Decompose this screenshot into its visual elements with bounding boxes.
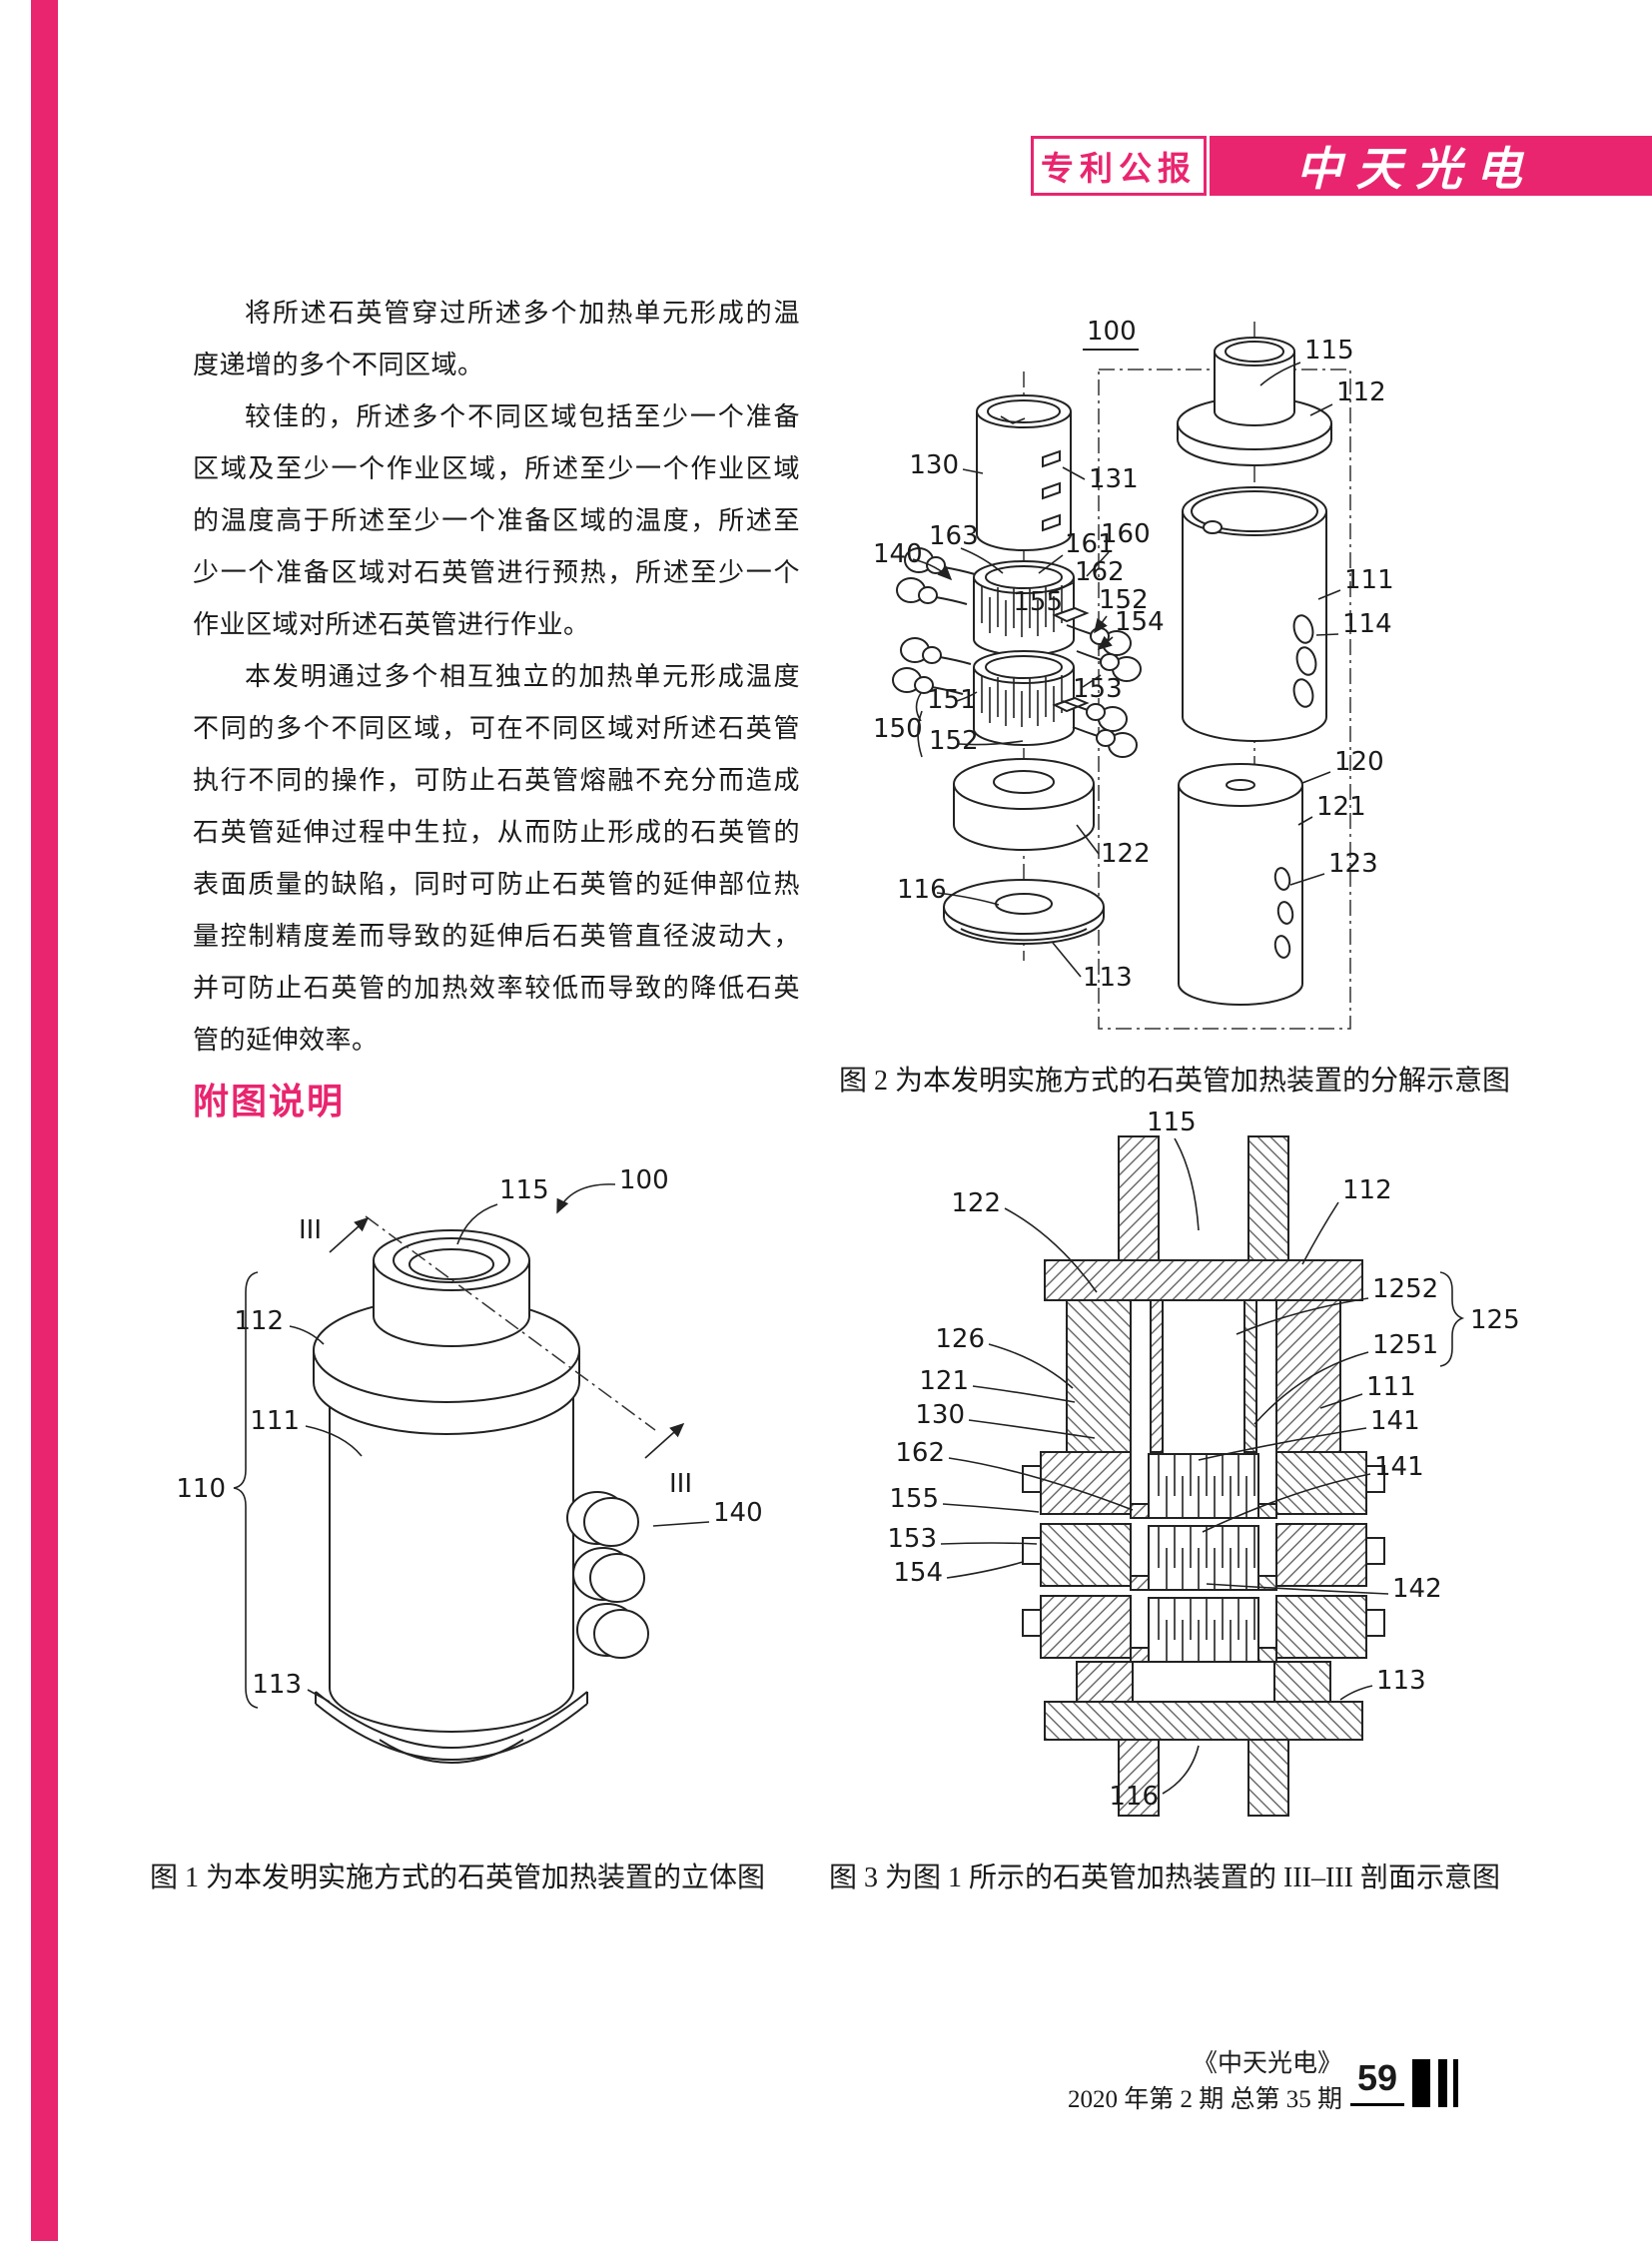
fig2-label-111: 111: [1344, 565, 1394, 595]
fig3-label-111: 111: [1366, 1372, 1416, 1402]
fig2-label-162: 162: [1075, 557, 1125, 587]
fig2-label-140: 140: [873, 539, 923, 569]
fig2-label-112: 112: [1336, 377, 1386, 407]
fig1-labels: III III 115 100 112 111 110 140 113: [176, 1165, 763, 1709]
footer-issue-info: 2020 年第 2 期 总第 35 期: [1067, 2086, 1342, 2113]
fig1-body-cylinder: [329, 1398, 574, 1733]
fig3-structure: [1022, 1135, 1385, 1817]
footer-page-number: 59: [1350, 2057, 1404, 2106]
fig2-label-130: 130: [909, 450, 959, 480]
fig3-label-1252: 1252: [1372, 1274, 1438, 1304]
fig2-label-153: 153: [1073, 674, 1123, 704]
fig3-label-162: 162: [895, 1438, 945, 1468]
fig2-cylinder-130: [976, 394, 1072, 551]
fig3-label-141b: 141: [1374, 1452, 1424, 1482]
fig2-label-154: 154: [1115, 607, 1165, 637]
fig3-label-1251: 1251: [1372, 1330, 1438, 1360]
header-brand-box: 中天光电: [1210, 136, 1652, 196]
fig3-labels: 115 112 122 1252 125 1251 126 121 111 13…: [887, 1108, 1519, 1812]
fig3-label-122: 122: [951, 1188, 1001, 1218]
header-tag-box: 专利公报: [1031, 136, 1207, 196]
fig1-label-112: 112: [234, 1306, 284, 1336]
paragraph-2: 较佳的，所述多个不同区域包括至少一个准备区域及至少一个作业区域，所述至少一个作业…: [193, 402, 800, 639]
footer-bar-thin: [1453, 2059, 1458, 2107]
fig2-label-152a: 152: [1099, 585, 1149, 615]
footer-bar-thick: [1412, 2059, 1430, 2107]
fig2-labels: 100 130 131 163 140 161 160 162 155 152 …: [873, 317, 1394, 993]
fig2-disc-113: [943, 879, 1105, 945]
fig2-label-122: 122: [1101, 839, 1151, 869]
fig1-bosses-140: [566, 1491, 649, 1659]
fig1-cap: [373, 1229, 530, 1347]
fig3-label-141a: 141: [1370, 1406, 1420, 1436]
figure2-exploded-view: 100 130 131 163 140 161 160 162 155 152 …: [873, 317, 1394, 1030]
fig2-label-151: 151: [927, 685, 977, 715]
fig2-label-114: 114: [1342, 609, 1392, 639]
fig3-label-121: 121: [919, 1366, 969, 1396]
fig3-label-113: 113: [1376, 1666, 1426, 1696]
fig2-label-100: 100: [1087, 317, 1137, 347]
fig1-label-115: 115: [499, 1175, 549, 1205]
fig2-label-120: 120: [1334, 747, 1384, 777]
fig1-label-140: 140: [713, 1498, 763, 1528]
fig1-label-111: 111: [250, 1406, 300, 1436]
brand-logo-text: 中天光电: [1295, 142, 1536, 196]
fig2-label-115: 115: [1304, 336, 1354, 366]
fig2-label-113: 113: [1083, 963, 1133, 993]
fig2-cylinder-120: [1178, 763, 1303, 1006]
fig2-cylinder-111: [1182, 486, 1327, 742]
header-tag-label: 专利公报: [1041, 150, 1197, 187]
figure1-perspective-view: III III 115 100 112 111 110 140 113: [176, 1165, 763, 1764]
fig2-ring-122: [953, 758, 1095, 851]
fig3-label-116: 116: [1109, 1782, 1159, 1812]
fig2-label-160: 160: [1101, 519, 1151, 549]
fig3-label-154: 154: [893, 1558, 943, 1588]
fig2-label-163: 163: [929, 521, 979, 551]
fig2-label-116: 116: [897, 875, 947, 905]
figure3-caption: 图 3 为图 1 所示的石英管加热装置的 III–III 剖面示意图: [829, 1863, 1500, 1893]
body-text-column: 将所述石英管穿过所述多个加热单元形成的温度递增的多个不同区域。 较佳的，所述多个…: [193, 288, 800, 1067]
fig3-label-126: 126: [935, 1324, 985, 1354]
fig1-label-iii-top: III: [299, 1215, 322, 1245]
paragraph-1: 将所述石英管穿过所述多个加热单元形成的温度递增的多个不同区域。: [193, 299, 800, 379]
fig2-label-131: 131: [1089, 464, 1139, 494]
fig3-label-125: 125: [1470, 1305, 1520, 1335]
figure1-caption: 图 1 为本发明实施方式的石英管加热装置的立体图: [150, 1863, 766, 1893]
fig2-cap-112-115: [1177, 337, 1332, 466]
fig2-label-150: 150: [873, 714, 923, 744]
fig1-label-100: 100: [619, 1165, 669, 1195]
footer-journal-title: 《中天光电》: [1192, 2050, 1342, 2077]
fig3-label-153: 153: [887, 1524, 937, 1554]
fig1-section-line: [329, 1215, 685, 1459]
footer-bar-medium: [1438, 2059, 1447, 2107]
fig3-label-130: 130: [915, 1400, 965, 1430]
paragraph-3: 本发明通过多个相互独立的加热单元形成温度不同的多个不同区域，可在不同区域对所述石…: [193, 662, 800, 1055]
fig3-label-115: 115: [1147, 1108, 1197, 1137]
left-accent-strip: [31, 0, 58, 2241]
fig2-label-123: 123: [1328, 849, 1378, 879]
fig1-label-iii-bottom: III: [669, 1469, 692, 1499]
figure3-cross-section: 115 112 122 1252 125 1251 126 121 111 13…: [887, 1108, 1520, 1817]
fig2-label-121: 121: [1316, 792, 1366, 822]
fig2-label-152b: 152: [929, 726, 979, 756]
fig3-label-112: 112: [1342, 1175, 1392, 1205]
fig1-label-110: 110: [176, 1474, 226, 1504]
fig3-label-155: 155: [889, 1484, 939, 1514]
fig2-label-155: 155: [1013, 587, 1063, 617]
fig1-label-113: 113: [252, 1670, 302, 1700]
section-heading: 附图说明: [193, 1081, 346, 1121]
fig3-label-142: 142: [1392, 1574, 1442, 1604]
figure2-caption: 图 2 为本发明实施方式的石英管加热装置的分解示意图: [839, 1066, 1511, 1097]
